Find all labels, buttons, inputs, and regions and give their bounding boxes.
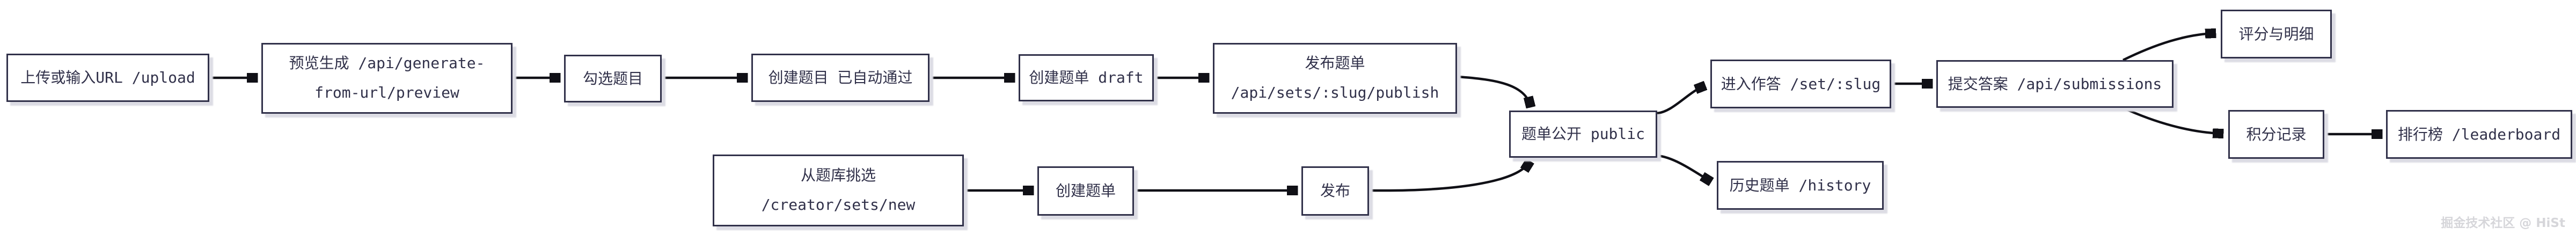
node-submit-label: 提交答案 /api/submissions (1948, 75, 2162, 93)
node-enter-answer: 进入作答 /set/:slug (1710, 60, 1891, 108)
node-upload: 上传或输入URL /upload (6, 54, 209, 102)
edge-setPublic-enterAnswer (1657, 86, 1704, 115)
node-create-set-draft-label: 创建题单 draft (1029, 69, 1144, 87)
node-create-questions-label: 创建题目 已自动通过 (768, 69, 913, 87)
node-preview-label-line1: 预览生成 /api/generate- (289, 54, 485, 72)
node-upload-label: 上传或输入URL /upload (20, 69, 195, 87)
node-create-set-label: 创建题单 (1055, 182, 1116, 200)
node-from-bank: 从题库挑选 /creator/sets/new (713, 155, 964, 226)
node-create-set-draft: 创建题单 draft (1019, 54, 1154, 101)
node-create-questions: 创建题目 已自动通过 (751, 54, 930, 102)
node-preview-label-line2: from-url/preview (314, 84, 459, 101)
node-preview: 预览生成 /api/generate- from-url/preview (261, 43, 513, 114)
node-from-bank-label-line1: 从题库挑选 (800, 166, 876, 185)
edge-publishSet-setPublic (1457, 75, 1531, 106)
node-pick: 勾选题目 (564, 55, 662, 102)
node-publish-label: 发布 (1320, 182, 1350, 200)
node-submit: 提交答案 /api/submissions (1936, 60, 2174, 108)
edge-setPublic-history (1657, 154, 1710, 181)
node-set-public: 题单公开 public (1509, 111, 1657, 158)
edge-submit-points (2123, 106, 2222, 134)
node-score-detail-label: 评分与明细 (2238, 25, 2314, 43)
node-history-label: 历史题单 /history (1729, 176, 1871, 194)
node-history: 历史题单 /history (1717, 161, 1884, 210)
node-publish: 发布 (1301, 166, 1369, 216)
node-publish-set: 发布题单 /api/sets/:slug/publish (1213, 43, 1457, 114)
edge-publish-setPublic (1368, 162, 1529, 192)
node-pick-label: 勾选题目 (582, 69, 643, 87)
edge-submit-scoreDetail (2123, 33, 2215, 62)
watermark: 掘金技术社区 @ HiSt (2441, 216, 2565, 230)
node-from-bank-label-line2: /creator/sets/new (761, 196, 916, 214)
node-publish-set-label-line2: /api/sets/:slug/publish (1231, 84, 1439, 101)
node-set-public-label: 题单公开 public (1521, 125, 1645, 143)
node-enter-answer-label: 进入作答 /set/:slug (1721, 75, 1881, 93)
node-points: 积分记录 (2228, 110, 2324, 159)
node-points-label: 积分记录 (2246, 125, 2307, 143)
node-create-set: 创建题单 (1037, 166, 1134, 216)
node-publish-set-label-line1: 发布题单 (1305, 54, 1365, 72)
node-leaderboard: 排行榜 /leaderboard (2386, 110, 2572, 159)
node-score-detail: 评分与明细 (2221, 10, 2332, 58)
node-leaderboard-label: 排行榜 /leaderboard (2397, 125, 2561, 143)
